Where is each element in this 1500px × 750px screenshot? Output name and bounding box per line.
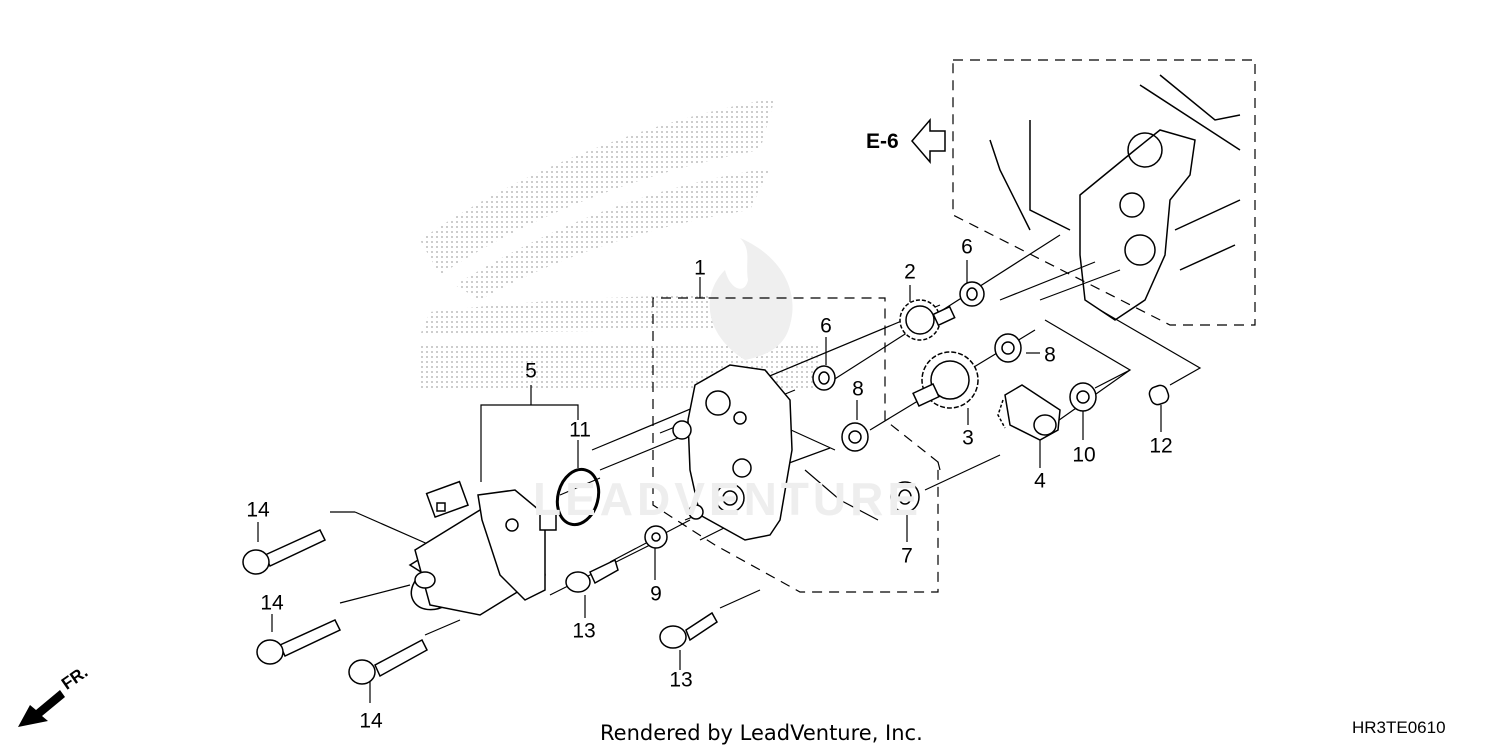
callout-6: 6 (961, 235, 973, 259)
o-ring (555, 467, 601, 527)
callout-3: 3 (962, 426, 974, 450)
callout-14: 14 (359, 709, 383, 733)
bearing-6b (959, 281, 985, 307)
callout-14: 14 (246, 498, 270, 522)
render-credit: Rendered by LeadVenture, Inc. (600, 721, 923, 745)
leadventure-watermark: LEADVENTURE (533, 473, 923, 525)
bolt-14c (348, 638, 428, 685)
washer-10 (1069, 382, 1097, 412)
bearing-7 (890, 481, 920, 513)
callout-8: 8 (852, 377, 864, 401)
callout-8: 8 (1044, 343, 1056, 367)
callout-10: 10 (1072, 443, 1096, 467)
bearing-6a (812, 365, 836, 391)
reference-arrow-icon (911, 117, 946, 165)
diagram-code: HR3TE0610 (1352, 718, 1446, 737)
callout-11: 11 (569, 418, 591, 442)
flame-watermark (709, 238, 793, 360)
shift-motor (408, 480, 557, 616)
gear-3 (912, 351, 979, 409)
callout-9: 9 (650, 582, 662, 606)
callout-14: 14 (260, 591, 284, 615)
bearing-8b (994, 333, 1022, 363)
dowel-pin-12 (1148, 384, 1170, 406)
callout-7: 7 (901, 544, 913, 568)
callout-12: 12 (1149, 434, 1173, 458)
bolt-14a (242, 529, 327, 575)
callout-6: 6 (820, 314, 832, 338)
bearing-8a (841, 422, 869, 452)
sector-gear-4 (997, 384, 1061, 441)
honda-wing-watermark (418, 98, 818, 390)
motor-cover (672, 364, 793, 541)
gear-2 (899, 299, 956, 341)
bolt-13b (659, 611, 718, 649)
callout-5: 5 (525, 359, 537, 383)
front-direction-arrow-icon (18, 690, 65, 727)
washer-9 (644, 525, 668, 549)
callout-2: 2 (904, 260, 916, 284)
bolt-13a (565, 558, 619, 593)
callout-13: 13 (669, 668, 693, 692)
assembly-outline (652, 297, 939, 593)
reference-label: E-6 (866, 130, 899, 153)
bolt-14b (256, 619, 342, 665)
callout-1: 1 (694, 256, 706, 280)
crankcase (989, 74, 1241, 321)
callout-4: 4 (1034, 469, 1046, 493)
crankcase-outline (952, 59, 1256, 326)
callout-13: 13 (572, 619, 596, 643)
